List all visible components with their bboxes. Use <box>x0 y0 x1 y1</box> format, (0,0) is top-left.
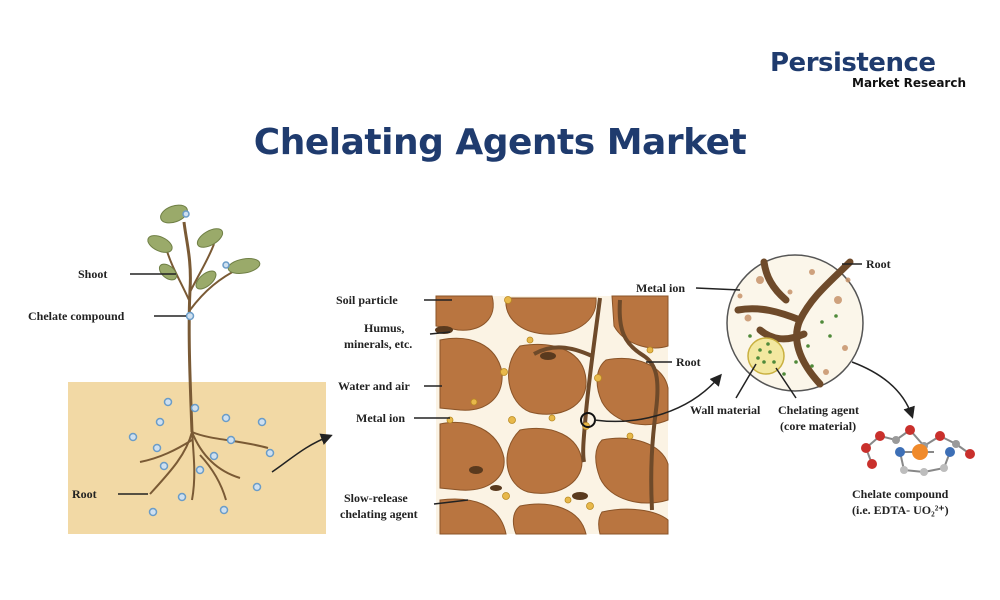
chelating-capsule <box>747 337 785 375</box>
label-wall-material: Wall material <box>690 403 761 417</box>
label-root-zoom: Root <box>866 257 891 271</box>
plant-stem <box>182 221 194 433</box>
label-chelate-compound: Chelate compound <box>28 309 125 323</box>
arrow-to-soil <box>271 433 333 473</box>
zoom-root <box>734 258 854 388</box>
label-humus-2: minerals, etc. <box>344 337 412 351</box>
label-metal-ion-zoom: Metal ion <box>636 281 685 295</box>
label-humus-1: Humus, <box>364 321 404 335</box>
label-edta: (i.e. EDTA- UO₂²⁺) <box>852 503 949 517</box>
label-shoot: Shoot <box>78 267 107 281</box>
zoom-circle <box>726 254 864 392</box>
brand-tagline: Market Research <box>852 76 966 90</box>
label-root-plant: Root <box>72 487 97 501</box>
label-water-air: Water and air <box>338 379 410 393</box>
zoom-panel: Metal ion Root Wall material Chelating a… <box>636 254 915 433</box>
page-title: Chelating Agents Market <box>253 122 747 163</box>
label-slow-release-2: chelating agent <box>340 507 418 521</box>
soil-panel: Soil particle Humus, minerals, etc. Wate… <box>336 293 722 535</box>
label-metal-ion-soil: Metal ion <box>356 411 405 425</box>
arrow-to-zoom <box>593 373 722 423</box>
zoom-metal-ions <box>748 314 838 376</box>
label-chelating-agent-2: (core material) <box>780 419 856 433</box>
label-chelating-agent-1: Chelating agent <box>778 403 859 417</box>
label-slow-release-1: Slow-release <box>344 491 408 505</box>
label-soil-particle: Soil particle <box>336 293 398 307</box>
molecule-atoms <box>861 425 975 476</box>
soil-root <box>533 297 660 511</box>
label-root-soil: Root <box>676 355 701 369</box>
arrow-to-molecule <box>851 361 915 419</box>
brand-logo: Persistence Market Research <box>760 48 970 92</box>
humus-flecks <box>435 326 588 500</box>
metal-ions-soil <box>128 210 275 517</box>
soil-particles <box>435 295 669 535</box>
plant-roots <box>139 431 269 501</box>
plant-panel: Shoot Chelate compound Root <box>28 204 333 534</box>
plant-leaves <box>147 204 261 290</box>
molecule-panel: Chelate compound (i.e. EDTA- UO₂²⁺) <box>852 425 975 517</box>
brand-name: Persistence <box>770 48 936 78</box>
label-chelate-compound-molecule: Chelate compound <box>852 487 949 501</box>
